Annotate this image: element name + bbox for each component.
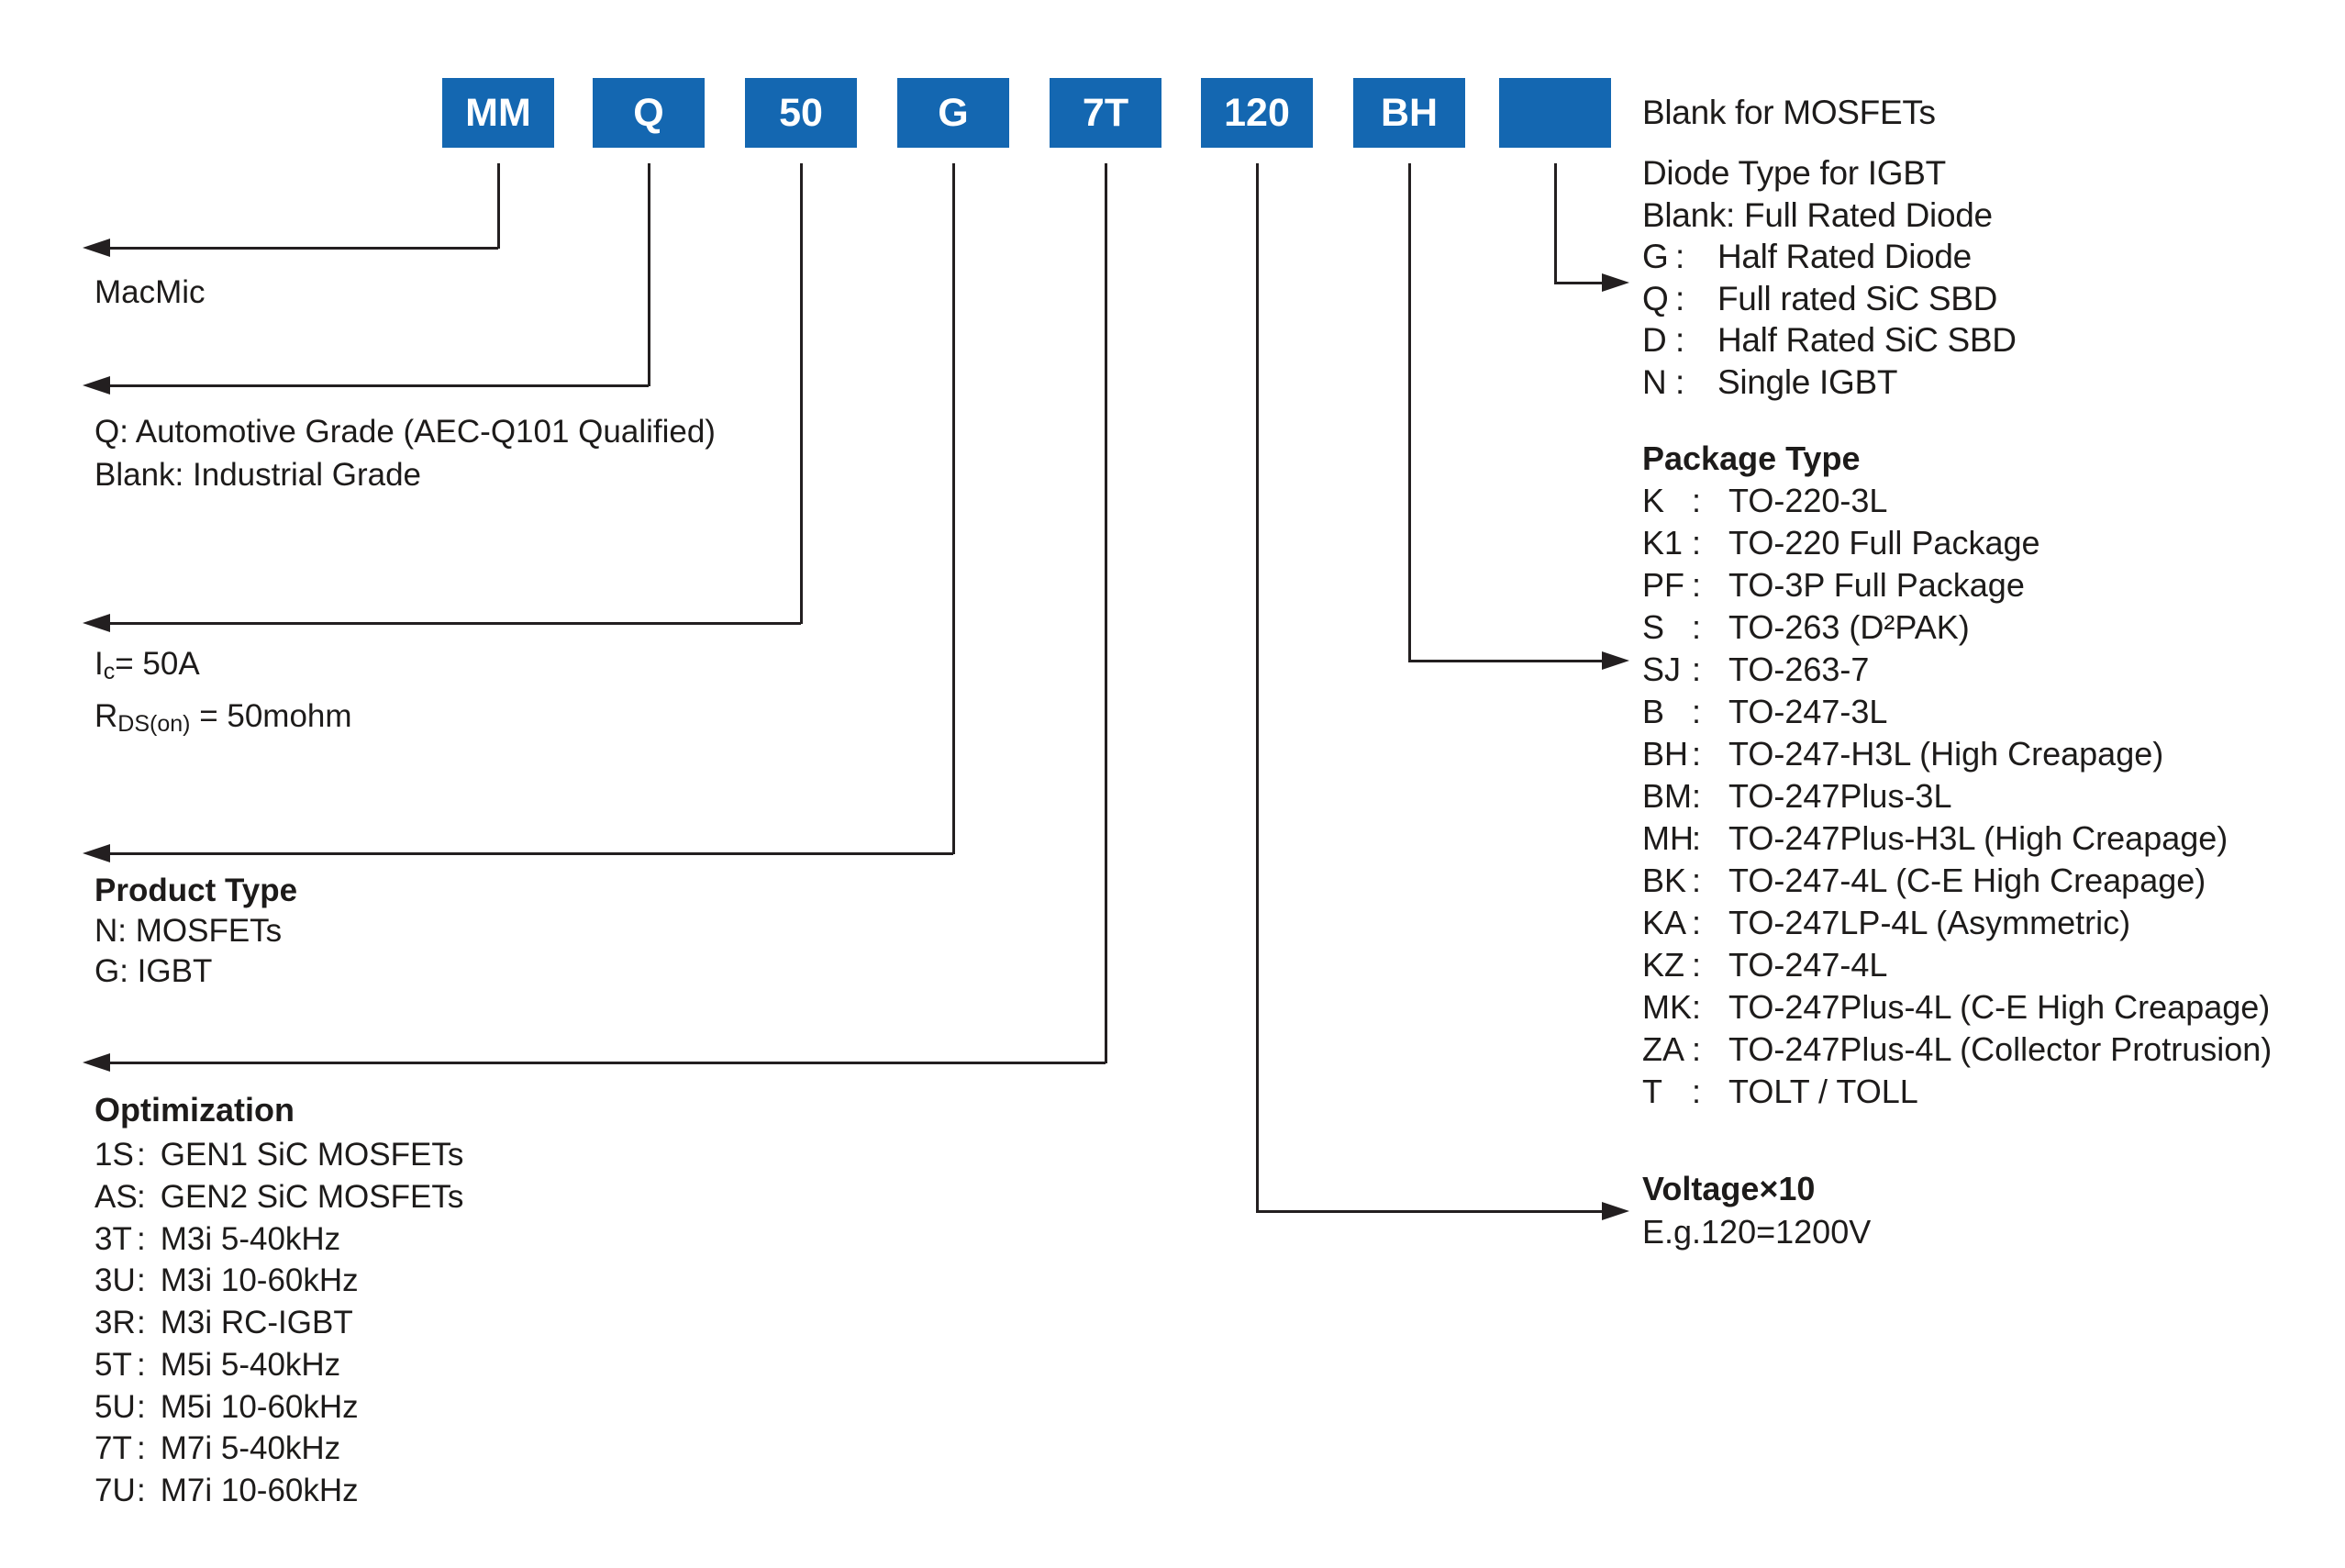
package-type-item: S:TO-263 (D²PAK) [1642, 608, 1970, 646]
optimization-heading: Optimization [94, 1091, 295, 1129]
connector-120-vertical [1255, 163, 1259, 1212]
voltage-example: E.g.120=1200V [1642, 1213, 1872, 1251]
optimization-item: 5U:M5i 10-60kHz [94, 1388, 359, 1425]
voltage-section: Voltage×10 E.g.120=1200V [1642, 1167, 1871, 1253]
collector-current-line: Ic= 50A [94, 646, 200, 684]
package-type-heading: Package Type [1642, 439, 1861, 477]
arrowhead-left-g-icon [83, 844, 110, 862]
package-type-item: BK:TO-247-4L (C-E High Creapage) [1642, 862, 2206, 899]
optimization-item: 1S:GEN1 SiC MOSFETs [94, 1137, 464, 1173]
package-type-item: MH:TO-247Plus-H3L (High Creapage) [1642, 819, 2228, 857]
part-segment-box-mm: MM [442, 78, 554, 148]
connector-120-horizontal [1255, 1209, 1605, 1213]
arrowhead-left-7t-icon [83, 1053, 110, 1072]
optimization-item: 5T:M5i 5-40kHz [94, 1346, 341, 1383]
connector-7t-horizontal [107, 1061, 1106, 1064]
connector-q-vertical [647, 163, 650, 386]
diode-type-blank-option: Blank: Full Rated Diode [1642, 195, 1993, 234]
product-type-item-mosfets: N: MOSFETs [94, 913, 283, 949]
diode-type-item: Q:Full rated SiC SBD [1642, 279, 1998, 317]
package-type-item: K1:TO-220 Full Package [1642, 524, 2040, 562]
package-type-item: KA:TO-247LP-4L (Asymmetric) [1642, 904, 2131, 941]
voltage-heading: Voltage×10 [1642, 1170, 1816, 1207]
product-type-heading: Product Type [94, 873, 298, 908]
optimization-item: 3T:M3i 5-40kHz [94, 1220, 341, 1257]
arrowhead-left-q-icon [83, 376, 110, 395]
connector-mm-vertical [496, 163, 500, 249]
part-segment-box-7t: 7T [1050, 78, 1161, 148]
ic-subscript: c [103, 659, 116, 684]
product-type-item-igbt: G: IGBT [94, 953, 213, 989]
package-type-item: KZ:TO-247-4L [1642, 946, 1888, 984]
connector-g-horizontal [107, 851, 953, 855]
part-segment-box-g: G [897, 78, 1009, 148]
rds-subscript: DS(on) [117, 711, 191, 737]
connector-blank-vertical [1553, 163, 1557, 284]
arrowhead-right-voltage-icon [1602, 1202, 1629, 1220]
optimization-item: 7T:M7i 5-40kHz [94, 1430, 341, 1467]
grade-section: Q: Automotive Grade (AEC-Q101 Qualified)… [94, 410, 716, 496]
connector-mm-horizontal [107, 246, 498, 250]
connector-q-horizontal [107, 384, 649, 387]
package-type-item: ZA:TO-247Plus-4L (Collector Protrusion) [1642, 1030, 2273, 1068]
blank-for-mosfets-label: Blank for MOSFETs [1642, 94, 1936, 131]
package-type-item: SJ:TO-263-7 [1642, 651, 1870, 688]
grade-automotive-line: Q: Automotive Grade (AEC-Q101 Qualified) [94, 414, 716, 450]
connector-blank-horizontal [1553, 281, 1605, 284]
connector-7t-vertical [1104, 163, 1107, 1063]
manufacturer-label: MacMic [94, 274, 206, 310]
arrowhead-left-50-icon [83, 614, 110, 632]
package-type-item: T:TOLT / TOLL [1642, 1073, 1918, 1110]
optimization-list: 1S:GEN1 SiC MOSFETs AS:GEN2 SiC MOSFETs … [94, 1134, 463, 1512]
rds-on-line: RDS(on) = 50mohm [94, 698, 352, 737]
connector-g-vertical [951, 163, 955, 854]
package-type-item: K:TO-220-3L [1642, 482, 1888, 519]
package-type-item: BM:TO-247Plus-3L [1642, 777, 1952, 815]
connector-bh-horizontal [1407, 659, 1605, 662]
diode-type-title: Diode Type for IGBT [1642, 154, 1946, 192]
part-segment-box-blank [1499, 78, 1611, 148]
rating-section: Ic= 50A RDS(on) = 50mohm [94, 639, 352, 744]
arrowhead-left-mm-icon [83, 239, 110, 257]
diode-type-item: G:Half Rated Diode [1642, 238, 1972, 275]
optimization-item: 3R:M3i RC-IGBT [94, 1305, 353, 1340]
part-segment-box-q: Q [593, 78, 705, 148]
part-segment-box-50: 50 [745, 78, 857, 148]
diode-type-item: N:Single IGBT [1642, 362, 1898, 401]
product-type-section: Product Type N: MOSFETs G: IGBT [94, 871, 297, 992]
connector-50-horizontal [107, 621, 801, 625]
arrowhead-right-package-icon [1602, 651, 1629, 670]
part-segment-box-120: 120 [1201, 78, 1313, 148]
arrowhead-right-diode-icon [1602, 273, 1629, 292]
diode-type-section: Diode Type for IGBT Blank: Full Rated Di… [1642, 152, 2017, 403]
optimization-item: 3U:M3i 10-60kHz [94, 1262, 359, 1299]
package-type-item: B:TO-247-3L [1642, 693, 1888, 730]
package-type-item: PF:TO-3P Full Package [1642, 566, 2025, 604]
connector-bh-vertical [1407, 163, 1411, 662]
grade-industrial-line: Blank: Industrial Grade [94, 457, 422, 493]
diode-type-item: D:Half Rated SiC SBD [1642, 321, 2017, 359]
package-type-item: BH:TO-247-H3L (High Creapage) [1642, 735, 2164, 773]
connector-50-vertical [799, 163, 803, 624]
package-type-section: Package Type K:TO-220-3L K1:TO-220 Full … [1642, 438, 2272, 1113]
optimization-item: 7U:M7i 10-60kHz [94, 1473, 359, 1508]
optimization-item: AS:GEN2 SiC MOSFETs [94, 1178, 464, 1215]
part-segment-box-bh: BH [1353, 78, 1465, 148]
package-type-item: MK:TO-247Plus-4L (C-E High Creapage) [1642, 988, 2271, 1026]
